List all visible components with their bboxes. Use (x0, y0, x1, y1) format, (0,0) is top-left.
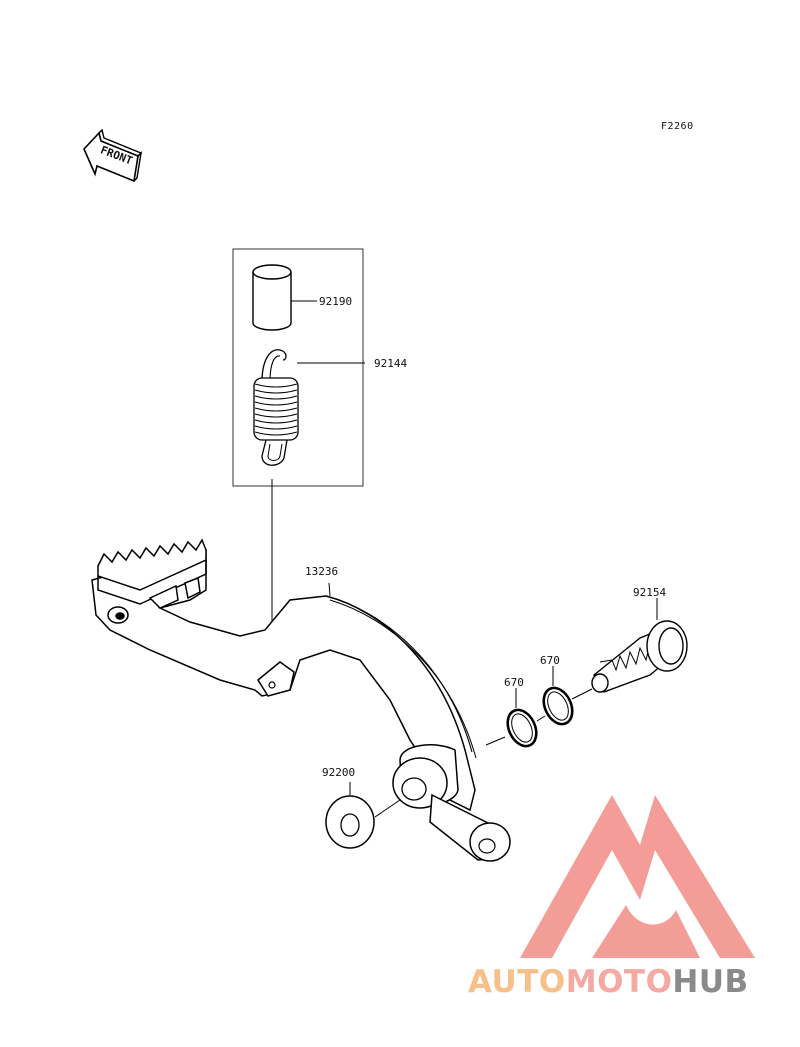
pivot-bolt-92154 (591, 598, 688, 693)
watermark-text: AUTOMOTOHUB (468, 962, 798, 1002)
part-label-670-a: 670 (504, 676, 524, 689)
watermark-logo-icon (520, 795, 755, 958)
watermark-auto: AUTO (468, 964, 566, 1000)
o-ring-670-a (506, 688, 538, 748)
kit-box-92144 (232, 248, 364, 487)
part-label-13236: 13236 (305, 565, 338, 578)
part-label-92154: 92154 (633, 586, 666, 599)
part-label-92200: 92200 (322, 766, 355, 779)
front-arrow-icon: FRONT (83, 128, 143, 183)
part-label-92190: 92190 (319, 295, 352, 308)
watermark-hub: HUB (672, 964, 749, 1000)
o-ring-670-b (542, 666, 574, 726)
spring-part (253, 349, 365, 466)
collar-part-92190 (252, 264, 317, 331)
part-label-92144: 92144 (374, 357, 407, 370)
watermark-moto: MOTO (565, 964, 673, 1000)
washer-92200 (325, 782, 401, 849)
diagram-code: F2260 (661, 121, 694, 132)
brake-pedal-13236 (91, 538, 511, 862)
axis-line (485, 688, 593, 746)
part-label-670-b: 670 (540, 654, 560, 667)
